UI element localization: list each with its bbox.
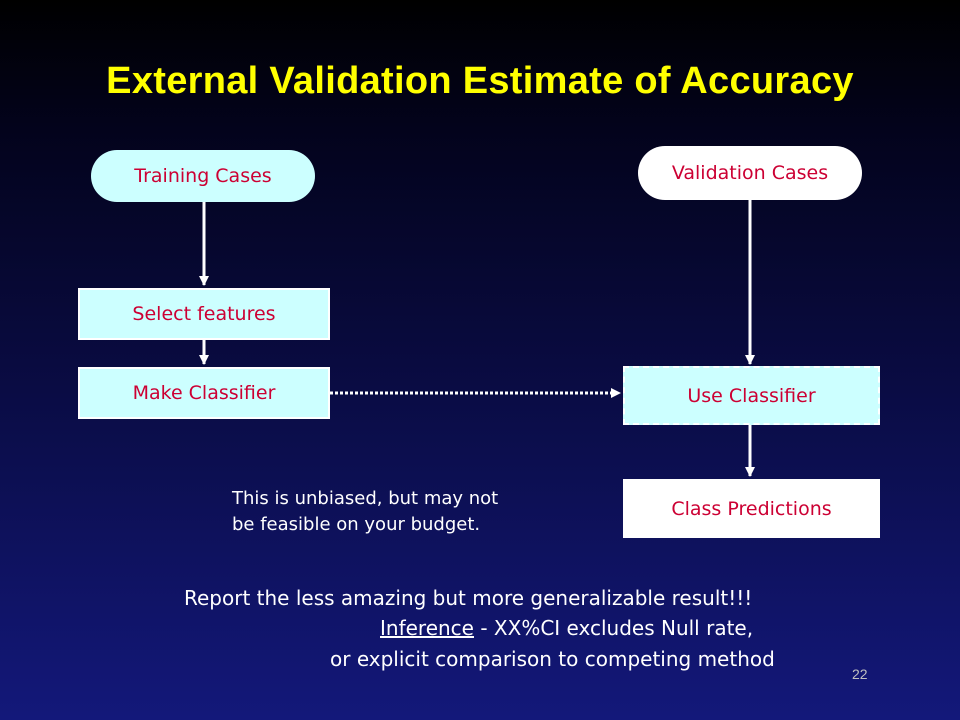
use-classifier-node: Use Classifier [623,366,880,425]
report-line-2: Inference - XX%CI excludes Null rate, [380,614,753,643]
inference-text: - XX%CI excludes Null rate, [473,616,754,640]
class-predictions-node: Class Predictions [623,479,880,538]
training-cases-node: Training Cases [91,150,315,202]
report-line-1: Report the less amazing but more general… [184,586,753,610]
validation-cases-node: Validation Cases [638,146,862,200]
unbiased-note-line2: be feasible on your budget. [232,514,481,535]
select-features-node: Select features [78,288,330,340]
page-number: 22 [852,666,868,682]
unbiased-note-line1: This is unbiased, but may not [232,488,499,509]
unbiased-note: This is unbiased, but may not be feasibl… [232,486,498,538]
make-classifier-node: Make Classifier [78,367,330,419]
inference-label: Inference [380,616,474,640]
report-line-3: or explicit comparison to competing meth… [330,647,775,671]
slide-title: External Validation Estimate of Accuracy [106,60,854,102]
